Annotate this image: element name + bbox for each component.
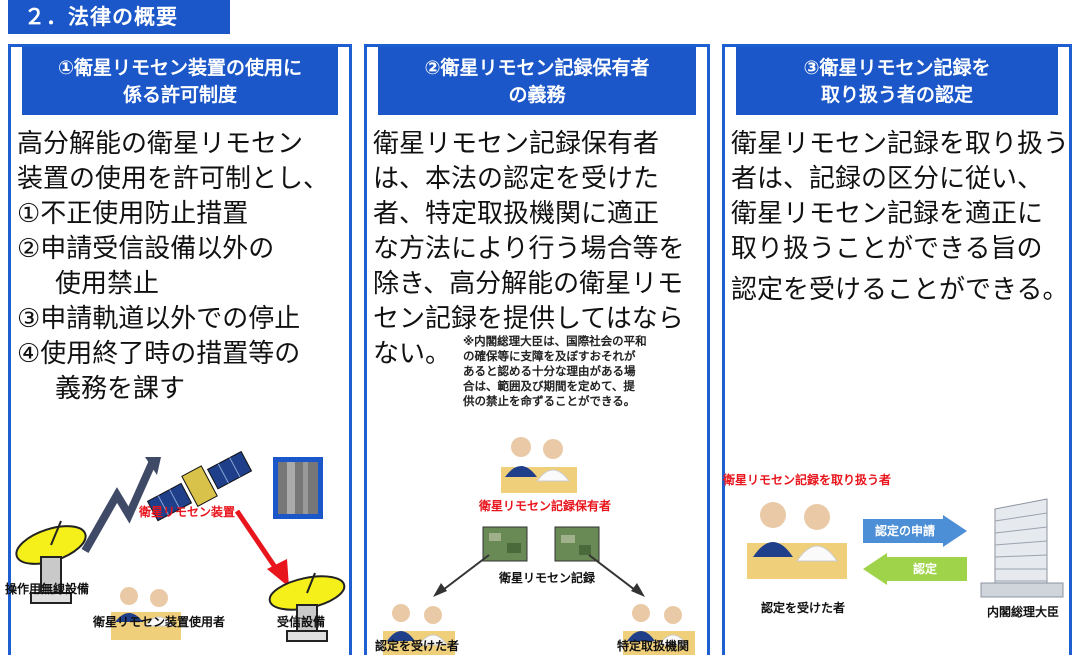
certified-people-icon: [383, 604, 455, 655]
note-line: ※内閣総理大臣は、国際社会の平和: [463, 334, 647, 348]
panel-1-heading-line: 係る許可制度: [122, 84, 237, 106]
panel-3-heading: ③衛星リモセン記録を 取り扱う者の認定: [736, 47, 1058, 115]
prime-minister-label: 内閣総理大臣: [987, 605, 1060, 619]
panel-handler-certification: ③衛星リモセン記録を 取り扱う者の認定 衛星リモセン記録を取り扱う 者は、記録の…: [722, 44, 1072, 655]
panel-1-body: 高分解能の衛星リモセン 装置の使用を許可制とし、 ①不正使用防止措置 ②申請受信…: [17, 127, 343, 407]
certify-arrow-label: 認定: [912, 562, 937, 576]
body-line: 高分解能の衛星リモセン: [17, 129, 304, 159]
satellite-label: 衛星リモセン装置: [139, 505, 236, 519]
panel-1-heading: ①衛星リモセン装置の使用に 係る許可制度: [22, 47, 338, 115]
note-line: の確保等に支障を及ぼすおそれが: [463, 349, 636, 363]
note-line: 合は、範囲及び期間を定めて、提: [463, 379, 635, 393]
body-line: ③申請軌道以外での停止: [17, 304, 301, 334]
certify-arrow-icon: [863, 553, 967, 585]
panel-2-heading-line: の義務: [508, 84, 566, 106]
body-line: 者は、記録の区分に従い、: [731, 164, 1044, 194]
panel-2-heading: ②衛星リモセン記録保有者 の義務: [378, 47, 696, 115]
apply-arrow-icon: [863, 515, 967, 547]
agency-label: 特定取扱機関: [617, 639, 690, 653]
body-line: 衛星リモセン記録を適正に: [731, 199, 1044, 229]
body-line: 装置の使用を許可制とし、: [17, 164, 330, 194]
receiver-dish-icon: [268, 572, 346, 642]
holder-label: 衛星リモセン記録保有者: [479, 499, 612, 513]
satellite-dish-icon: [15, 520, 87, 604]
certified-handler-label: 認定を受けた者: [761, 601, 846, 615]
handler-people-icon: [747, 502, 847, 579]
downlink-arrow-icon: [234, 509, 289, 587]
body-line: 衛星リモセン記録保有者: [373, 129, 660, 159]
body-line: 義務を課す: [55, 374, 186, 404]
user-label: 衛星リモセン装置使用者: [93, 615, 226, 629]
panel-3-heading-line: 取り扱う者の認定: [820, 84, 973, 106]
prime-minister-note: ※内閣総理大臣は、国際社会の平和 の確保等に支障を及ぼすおそれが あると認める十…: [463, 334, 708, 409]
uplink-arrow-icon: [81, 457, 161, 553]
users-icon: [111, 587, 181, 640]
note-line: 供の禁止を命ずることができる。: [463, 394, 636, 408]
body-line: 者、特定取扱機関に適正: [373, 199, 660, 229]
panel-3-body: 衛星リモセン記録を取り扱う 者は、記録の区分に従い、 衛星リモセン記録を適正に …: [731, 127, 1070, 308]
body-line: ない。: [373, 339, 452, 369]
satellite-icon: [146, 450, 253, 522]
agency-people-icon: [623, 604, 695, 655]
body-line: 使用禁止: [55, 269, 160, 299]
flow-arrows-icon: [433, 554, 645, 597]
body-line: 取り扱うことができる旨の: [731, 234, 1043, 264]
body-line: ②申請受信設備以外の: [17, 234, 275, 264]
apply-arrow-label: 認定の申請: [874, 524, 935, 538]
receiver-label: 受信設備: [277, 615, 326, 629]
body-line: 除き、高分解能の衛星リモ: [373, 269, 684, 299]
body-line: 衛星リモセン記録を取り扱う: [731, 129, 1070, 159]
panel-3-heading-line: ③衛星リモセン記録を: [803, 57, 991, 79]
body-line: セン記録を提供してはなら: [373, 304, 684, 334]
government-building-icon: [980, 498, 1064, 598]
operation-station-label: 操作用無線設備: [5, 582, 90, 596]
record-label: 衛星リモセン記録: [499, 571, 596, 585]
body-line: な方法により行う場合等を: [373, 234, 685, 264]
handler-label: 衛星リモセン記録を取り扱う者: [723, 473, 892, 487]
section-title: ２．法律の概要: [8, 0, 230, 34]
certified-label: 認定を受けた者: [375, 639, 460, 653]
body-line: は、本法の認定を受けた: [373, 164, 660, 194]
record-images-icon: [482, 526, 600, 562]
body-line: ④使用終了時の措置等の: [17, 339, 301, 369]
panel-2-heading-line: ②衛星リモセン記録保有者: [424, 57, 650, 79]
holder-people-icon: [501, 437, 577, 493]
body-line: ①不正使用防止措置: [17, 199, 249, 229]
note-line: あると認める十分な理由がある場: [463, 364, 636, 378]
panel-permission-system: ①衛星リモセン装置の使用に 係る許可制度 高分解能の衛星リモセン 装置の使用を許…: [5, 44, 352, 655]
panel-record-holder-duty: ②衛星リモセン記録保有者 の義務 衛星リモセン記録保有者 は、本法の認定を受けた…: [364, 44, 710, 655]
panel-1-heading-line: ①衛星リモセン装置の使用に: [57, 57, 303, 79]
body-line: 認定を受けることができる。: [731, 275, 1069, 305]
panel-2-body: 衛星リモセン記録保有者 は、本法の認定を受けた 者、特定取扱機関に適正 な方法に…: [373, 127, 701, 372]
image-thumbnail-icon: [273, 457, 323, 519]
